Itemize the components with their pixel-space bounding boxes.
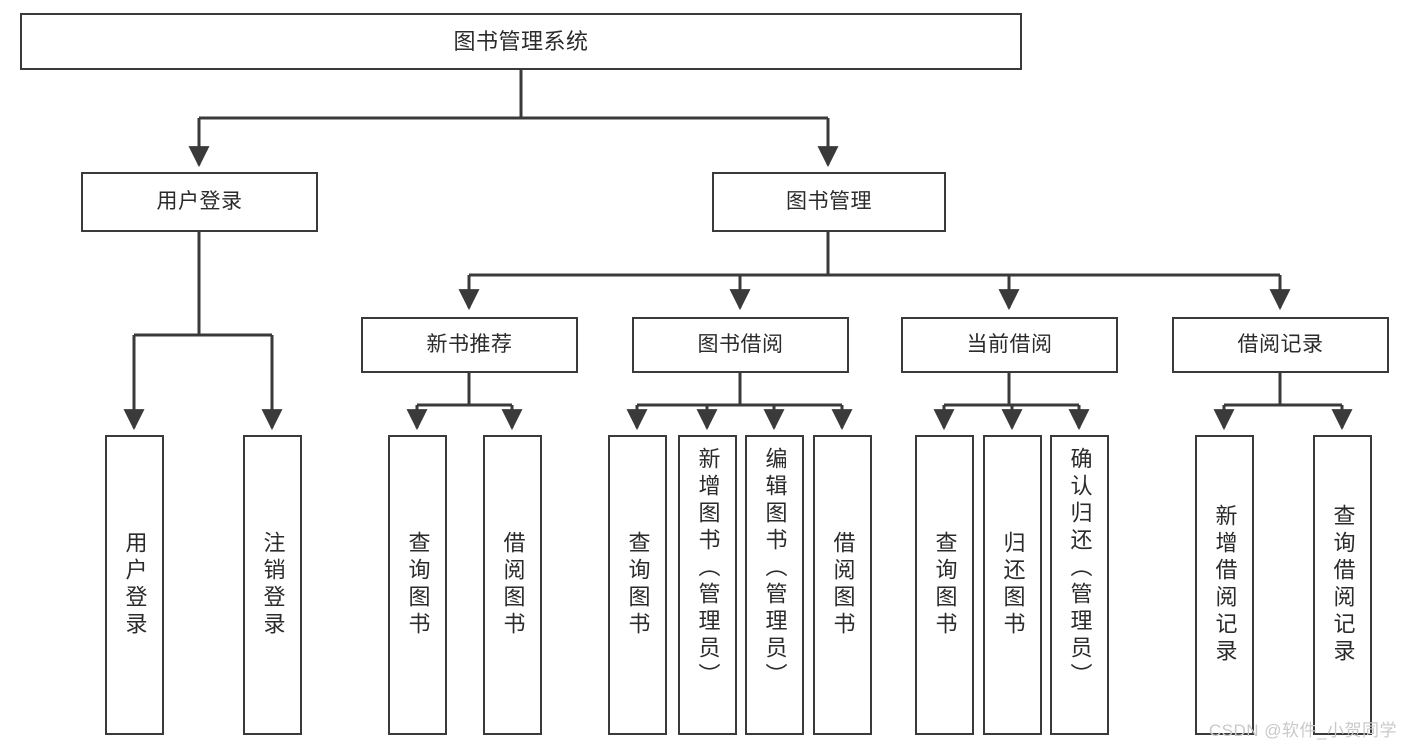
leaf-user-login[interactable]: 用户登录	[105, 435, 164, 735]
node-label: 当前借阅	[966, 332, 1053, 356]
node-new-book-recommendation[interactable]: 新书推荐	[361, 317, 578, 373]
leaf-add-book-admin[interactable]: 新增图书（管理员）	[678, 435, 737, 735]
leaf-query-book-current[interactable]: 查询图书	[915, 435, 974, 735]
node-label: 确认归还（管理员）	[1067, 447, 1093, 690]
leaf-query-book-borrowing[interactable]: 查询图书	[608, 435, 667, 735]
node-label: 用户登录	[156, 189, 243, 213]
node-label: 编辑图书（管理员）	[762, 447, 788, 690]
leaf-query-book-new-recommend[interactable]: 查询图书	[388, 435, 447, 735]
node-label: 新增图书（管理员）	[695, 447, 721, 690]
node-label: 查询图书	[625, 531, 651, 639]
node-label: 借阅图书	[830, 531, 856, 639]
node-user-login[interactable]: 用户登录	[81, 172, 318, 232]
node-label: 图书管理	[786, 189, 872, 213]
node-label: 查询借阅记录	[1330, 504, 1356, 666]
node-label: 归还图书	[1000, 531, 1026, 639]
node-label: 用户登录	[122, 531, 148, 639]
node-label: 图书借阅	[697, 332, 784, 356]
node-label: 图书管理系统	[453, 28, 589, 54]
leaf-confirm-return-admin[interactable]: 确认归还（管理员）	[1050, 435, 1109, 735]
leaf-borrow-book-new-recommend[interactable]: 借阅图书	[483, 435, 542, 735]
leaf-add-borrow-record[interactable]: 新增借阅记录	[1195, 435, 1254, 735]
node-label: 查询图书	[405, 531, 431, 639]
node-label: 新书推荐	[426, 332, 513, 356]
node-label: 借阅记录	[1237, 332, 1324, 356]
node-label: 借阅图书	[500, 531, 526, 639]
node-borrowing-records[interactable]: 借阅记录	[1172, 317, 1389, 373]
node-current-borrowing[interactable]: 当前借阅	[901, 317, 1118, 373]
node-book-management[interactable]: 图书管理	[712, 172, 946, 232]
node-root-book-management-system[interactable]: 图书管理系统	[20, 13, 1022, 70]
leaf-edit-book-admin[interactable]: 编辑图书（管理员）	[745, 435, 804, 735]
node-book-borrowing[interactable]: 图书借阅	[632, 317, 849, 373]
leaf-query-borrow-record[interactable]: 查询借阅记录	[1313, 435, 1372, 735]
node-label: 新增借阅记录	[1212, 504, 1238, 666]
node-label: 查询图书	[932, 531, 958, 639]
node-label: 注销登录	[260, 531, 286, 639]
leaf-logout[interactable]: 注销登录	[243, 435, 302, 735]
leaf-return-book[interactable]: 归还图书	[983, 435, 1042, 735]
leaf-borrow-book-borrowing[interactable]: 借阅图书	[813, 435, 872, 735]
